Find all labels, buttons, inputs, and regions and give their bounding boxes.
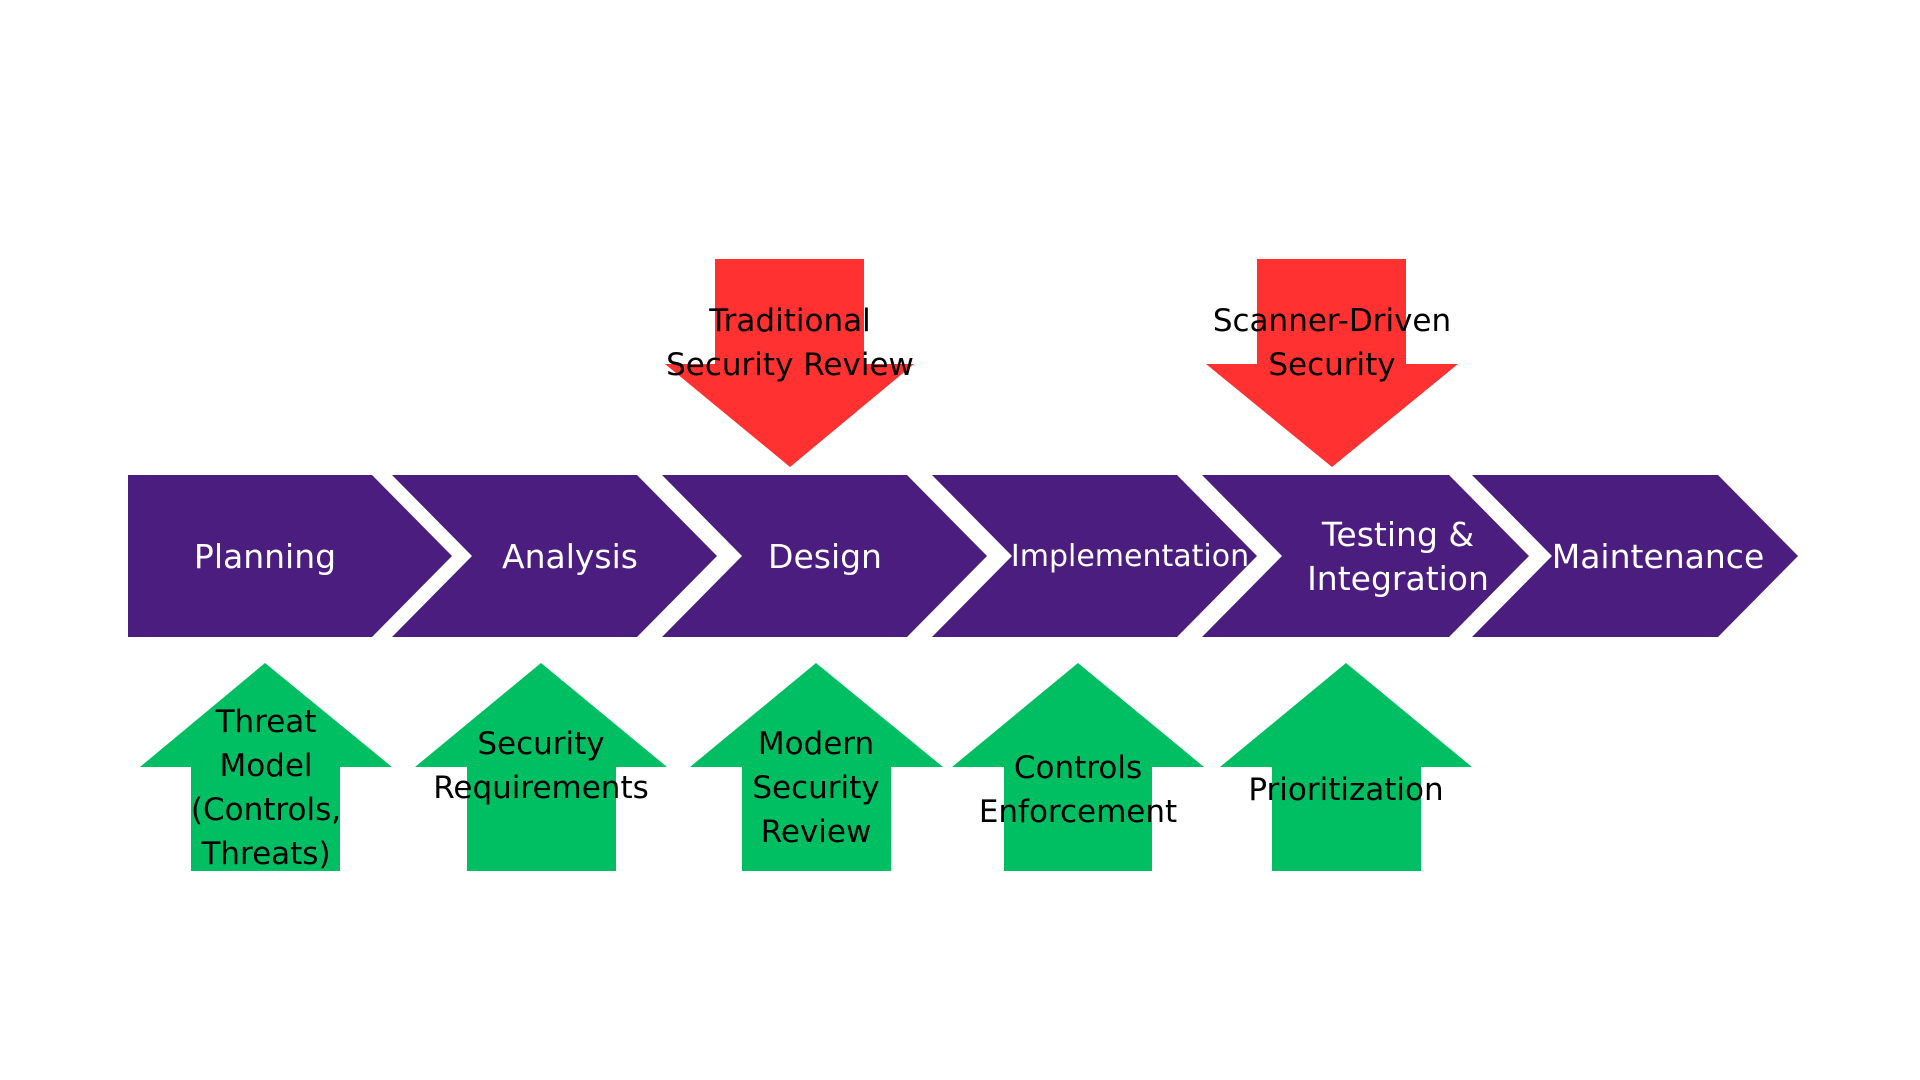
stage-maintenance-chevron [1472,475,1798,637]
modern-security-review-arrow-shape [690,663,943,871]
security-requirements-arrow-shape [415,663,667,871]
stage-testing-integration-chevron [1202,475,1529,637]
stage-planning-label: Planning [194,537,336,576]
stage-analysis-chevron [392,475,717,637]
stage-planning: Planning [128,475,452,637]
stage-maintenance-label: Maintenance [1552,537,1765,576]
stage-planning-chevron [128,475,452,637]
stage-implementation-label: Implementation [1011,539,1249,574]
stage-analysis: Analysis [392,475,717,637]
stage-implementation: Implementation [932,475,1257,637]
stage-testing-integration-label: Testing &Integration [1307,515,1489,598]
controls-enforcement-arrow-shape [952,663,1204,871]
threat-model-arrow-shape [140,663,392,871]
prioritization-arrow-shape [1220,663,1472,871]
scanner-driven-security-arrow-shape [1206,259,1458,467]
stage-maintenance: Maintenance [1472,475,1798,637]
stage-design-label: Design [768,537,882,576]
traditional-security-review-arrow-shape [665,259,914,467]
sdlc-stages: Planning Analysis Design Implementation … [128,475,1798,637]
prioritization-label: Prioritization [1248,772,1443,808]
stage-design-chevron [662,475,987,637]
stage-testing-integration: Testing &Integration [1202,475,1529,637]
prioritization-arrow: Prioritization [1220,663,1472,871]
stage-implementation-chevron [932,475,1257,637]
stage-design: Design [662,475,987,637]
stage-analysis-label: Analysis [502,537,638,576]
